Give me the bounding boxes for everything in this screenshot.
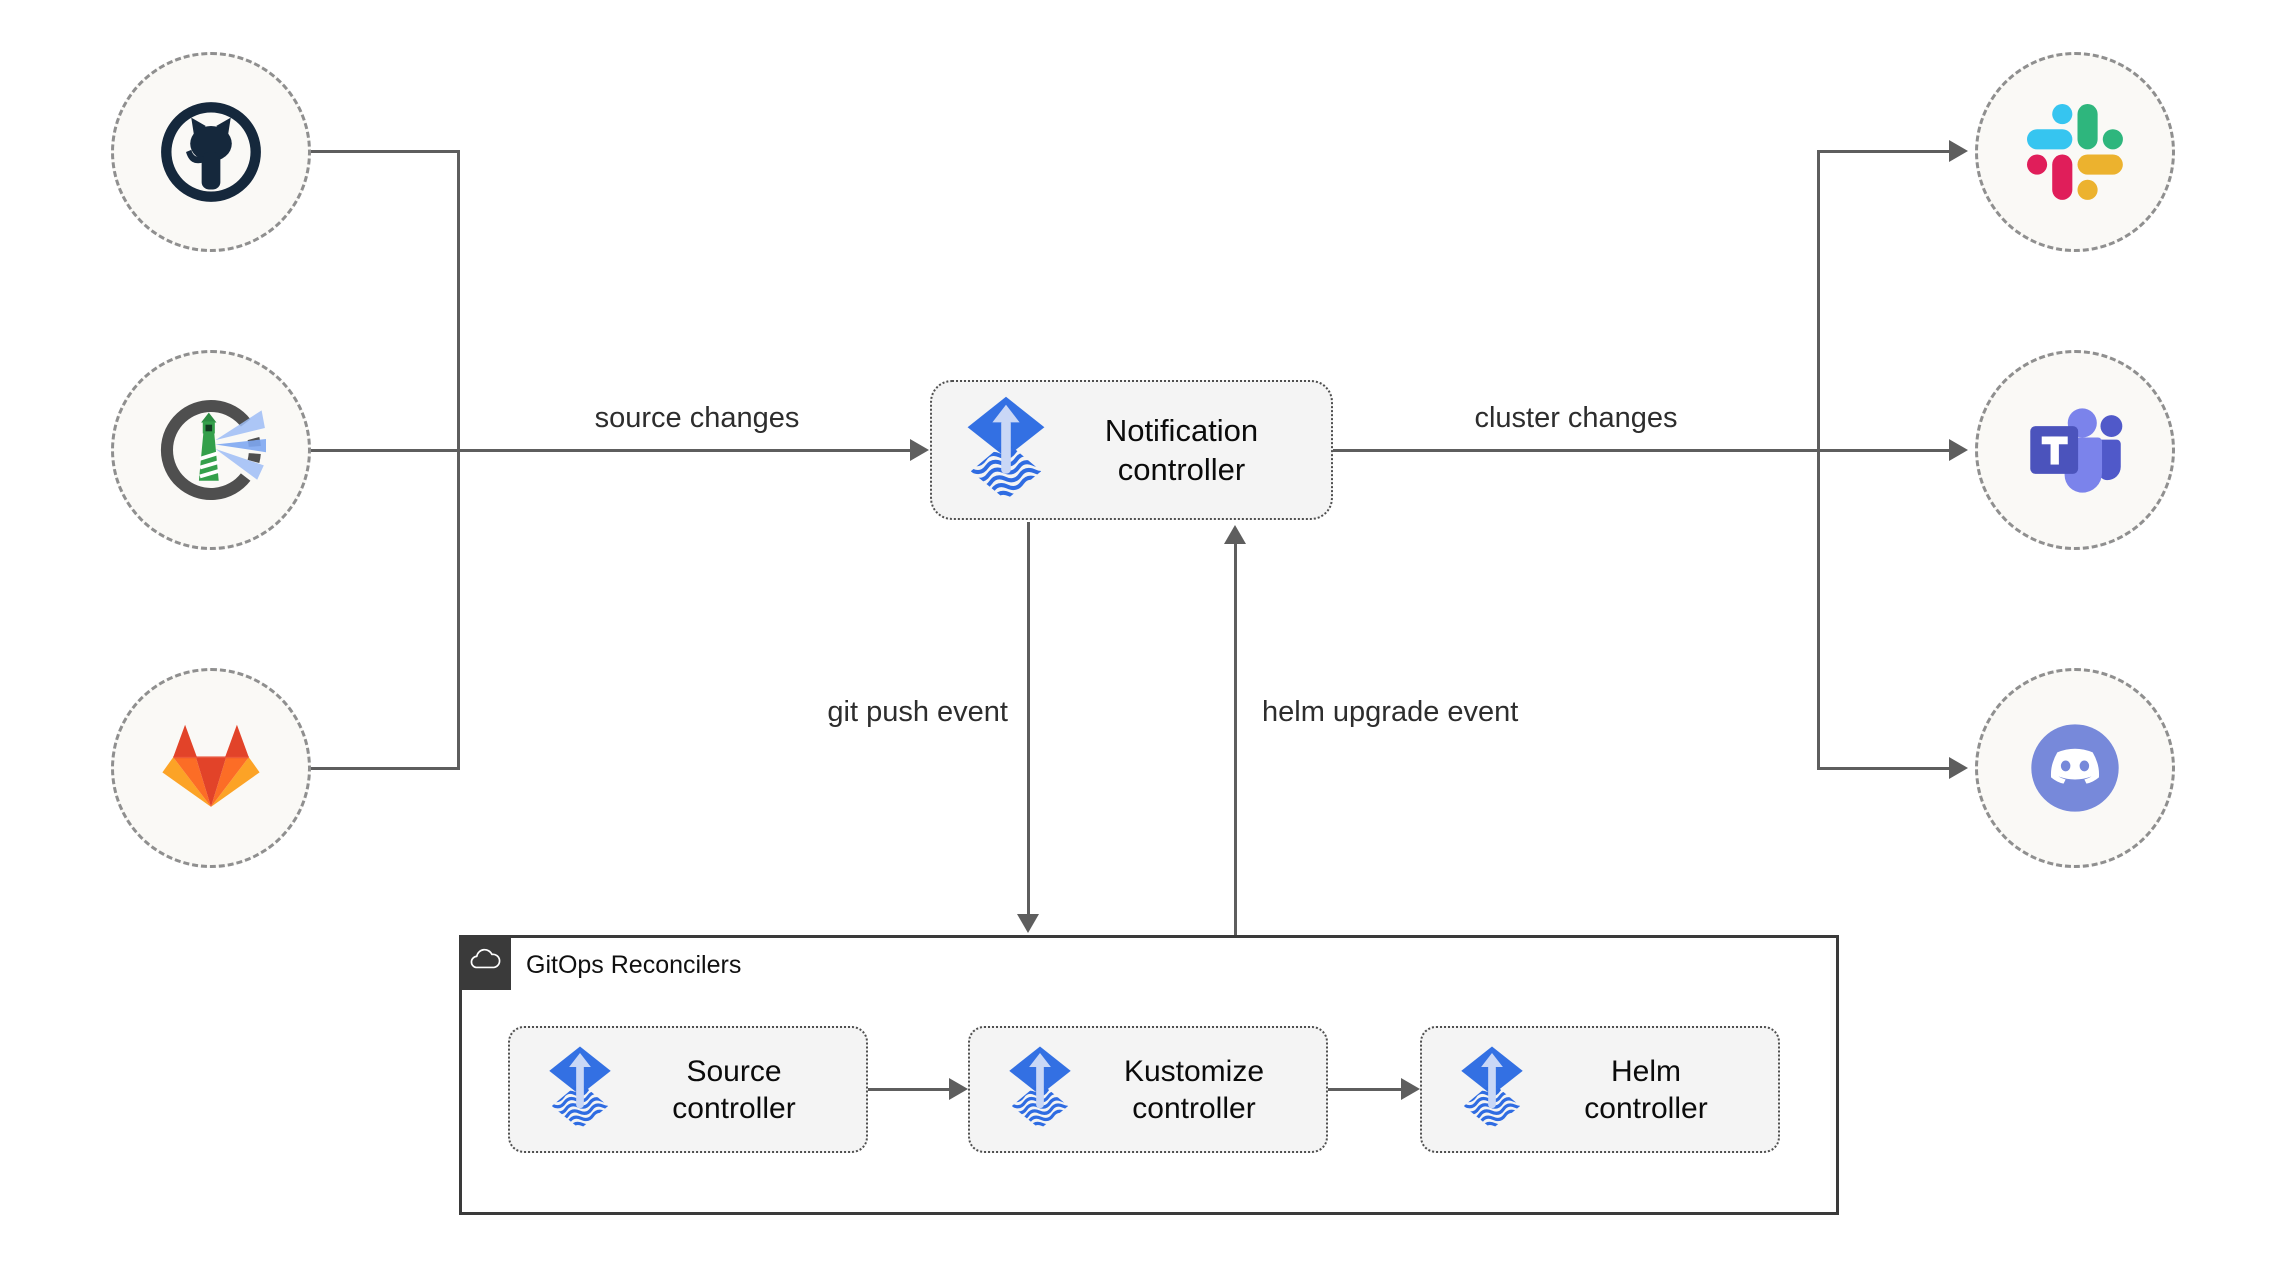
flux-icon [1008, 1045, 1072, 1135]
slack-connector-line [1818, 150, 1950, 153]
discord-connector-line [1818, 767, 1950, 770]
kustomize-controller-label: Kustomize controller [1123, 1054, 1265, 1125]
cluster-changes-label: cluster changes [1474, 402, 1678, 434]
notification-controller-box: Notification controller [930, 380, 1333, 520]
source-controller-label: Source controller [672, 1054, 796, 1125]
kustomize-to-helm-arrowhead [1401, 1078, 1420, 1100]
source-changes-line [311, 449, 912, 452]
notification-controller-label: Notification controller [1104, 413, 1259, 487]
source-to-kustomize-arrowhead [949, 1078, 968, 1100]
node-harbor [111, 350, 311, 550]
teams-connector-line [1818, 449, 1950, 452]
slack-icon [2027, 104, 2123, 200]
github-connector-line [311, 150, 459, 153]
node-teams [1975, 350, 2175, 550]
kustomize-to-helm-line [1328, 1088, 1402, 1091]
discord-arrowhead [1949, 757, 1968, 779]
teams-icon [2023, 400, 2127, 500]
helm-upgrade-event-line [1234, 543, 1237, 935]
node-slack [1975, 52, 2175, 252]
helm-controller-label: Helm controller [1584, 1054, 1708, 1125]
flux-icon [966, 395, 1046, 506]
node-github [111, 52, 311, 252]
github-icon [159, 100, 263, 204]
git-push-event-label: git push event [827, 696, 1008, 728]
left-bus-line [457, 150, 460, 770]
gitlab-connector-line [311, 767, 459, 770]
discord-icon [2023, 716, 2127, 820]
source-controller-box: Source controller [508, 1026, 868, 1153]
helm-controller-box: Helm controller [1420, 1026, 1780, 1153]
slack-arrowhead [1949, 140, 1968, 162]
gitlab-icon [157, 722, 265, 814]
gitops-reconcilers-title: GitOps Reconcilers [526, 951, 742, 979]
git-push-event-arrowhead [1017, 914, 1039, 933]
flux-icon [1460, 1045, 1524, 1135]
source-to-kustomize-line [868, 1088, 950, 1091]
helm-upgrade-event-arrowhead [1224, 525, 1246, 544]
cluster-changes-line [1333, 449, 1819, 452]
source-changes-label: source changes [594, 402, 800, 434]
harbor-icon [156, 395, 266, 505]
cloud-icon [468, 948, 502, 977]
flux-icon [548, 1045, 612, 1135]
gitops-badge [459, 935, 511, 990]
right-bus-line [1817, 150, 1820, 770]
teams-arrowhead [1949, 439, 1968, 461]
source-changes-arrowhead [910, 439, 929, 461]
helm-upgrade-event-label: helm upgrade event [1262, 696, 1519, 728]
git-push-event-line [1027, 522, 1030, 917]
kustomize-controller-box: Kustomize controller [968, 1026, 1328, 1153]
node-gitlab [111, 668, 311, 868]
node-discord [1975, 668, 2175, 868]
